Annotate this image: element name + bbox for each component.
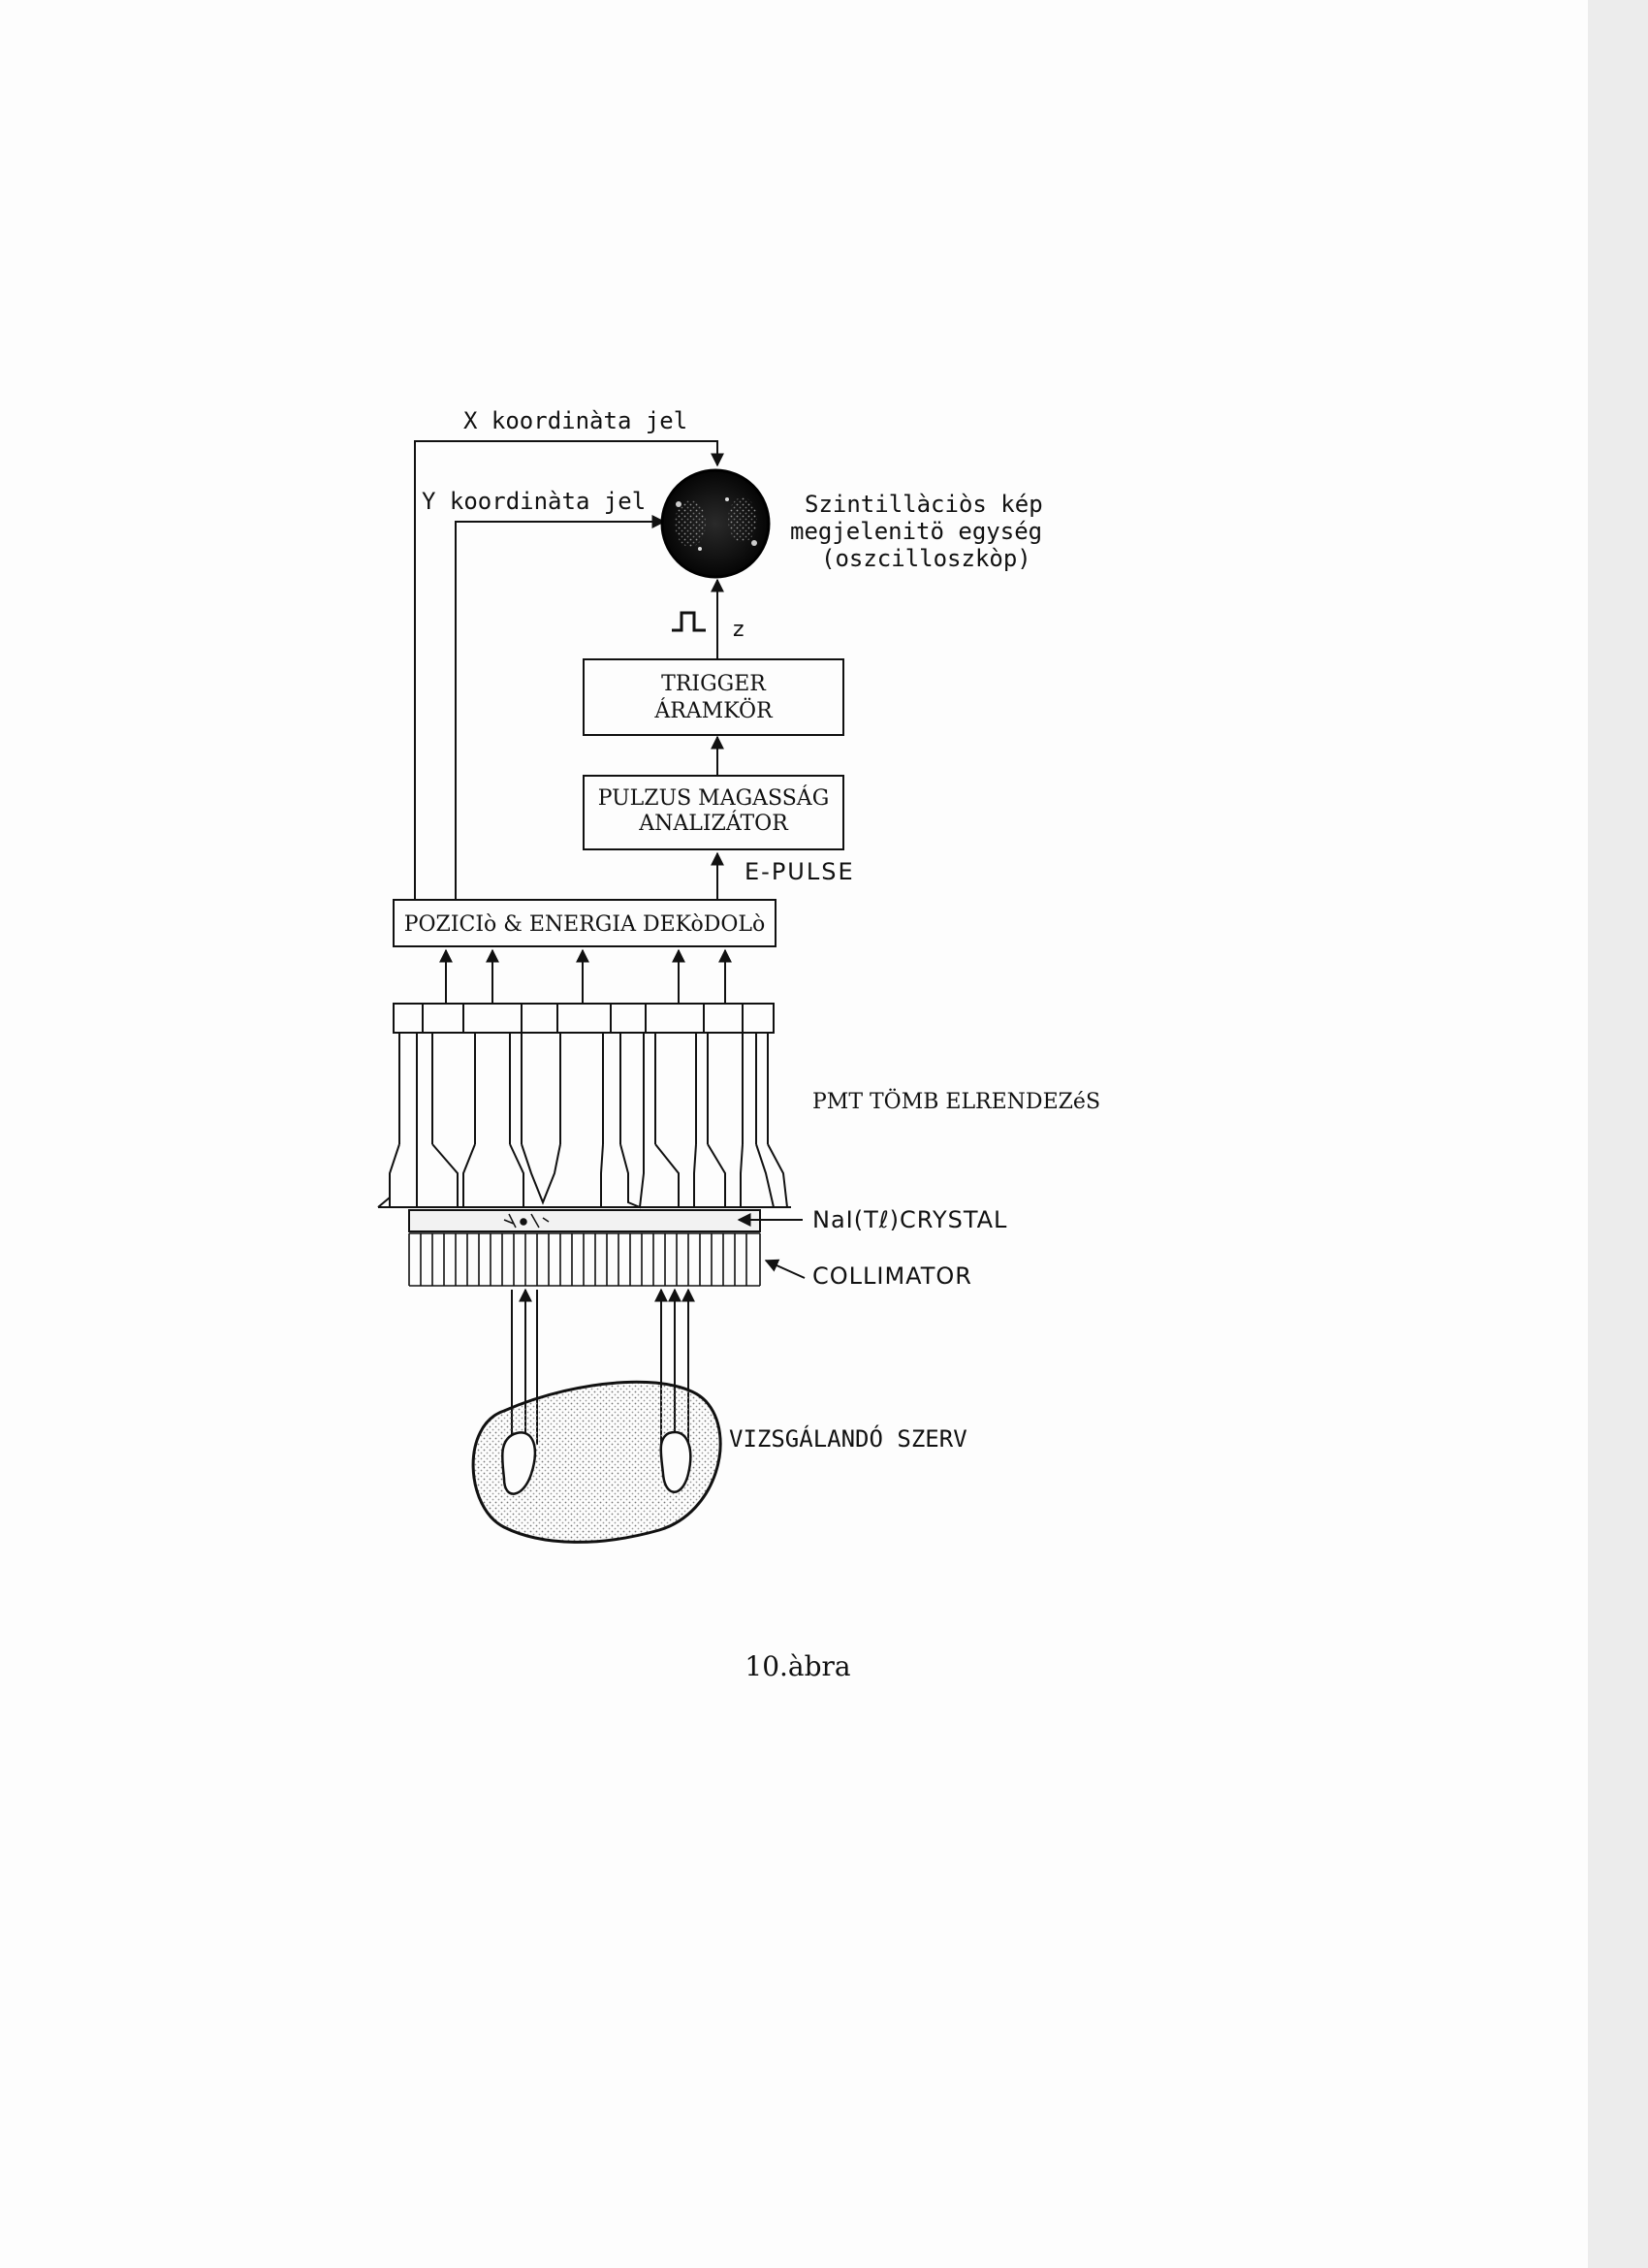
organ-under-study bbox=[471, 1380, 722, 1544]
collimator-label: COLLIMATOR bbox=[812, 1262, 972, 1290]
z-label: z bbox=[733, 618, 745, 642]
scintillation-flash-icon bbox=[503, 1213, 550, 1229]
display-label-1: Szintillàciòs kép bbox=[805, 491, 1043, 518]
pulse-height-analyzer-box bbox=[583, 775, 844, 850]
trigger-label-1: TRIGGER bbox=[661, 672, 767, 696]
pmt-array-label: PMT TÖMB ELRENDEZéS bbox=[812, 1088, 1100, 1114]
x-signal-line bbox=[414, 440, 724, 900]
collimator-pointer bbox=[764, 1259, 806, 1279]
e-pulse-label: E-PULSE bbox=[745, 858, 855, 885]
trigger-circuit-box bbox=[583, 658, 844, 736]
position-energy-decoder-box bbox=[393, 899, 776, 947]
y-signal-label: Y koordinàta jel bbox=[422, 488, 646, 515]
z-pulse-icon bbox=[672, 611, 706, 632]
trigger-label-2: ÁRAMKÖR bbox=[653, 697, 774, 723]
oscilloscope-display bbox=[660, 468, 771, 579]
display-label-3: (oszcilloszkòp) bbox=[821, 545, 1031, 572]
decoder-label: POZICIò & ENERGIA DEKòDOLò bbox=[404, 912, 766, 937]
pha-label-2: ANALIZÁTOR bbox=[638, 810, 789, 836]
collimator bbox=[408, 1232, 761, 1287]
pmt-array bbox=[377, 1003, 791, 1209]
organ-label: VIZSGÁLANDÓ SZERV bbox=[729, 1423, 967, 1453]
scan-edge-strip bbox=[1588, 0, 1648, 2268]
crystal-label: NaI(Tℓ)CRYSTAL bbox=[812, 1206, 1007, 1233]
nai-crystal bbox=[408, 1209, 761, 1232]
pmt-output-arrows bbox=[439, 948, 732, 1004]
figure-caption: 10.àbra bbox=[745, 1650, 850, 1682]
y-signal-line bbox=[455, 515, 666, 900]
x-signal-label: X koordinàta jel bbox=[463, 407, 687, 434]
pha-label-1: PULZUS MAGASSÁG bbox=[598, 784, 830, 811]
display-label-2: megjelenitö egység bbox=[790, 518, 1042, 545]
